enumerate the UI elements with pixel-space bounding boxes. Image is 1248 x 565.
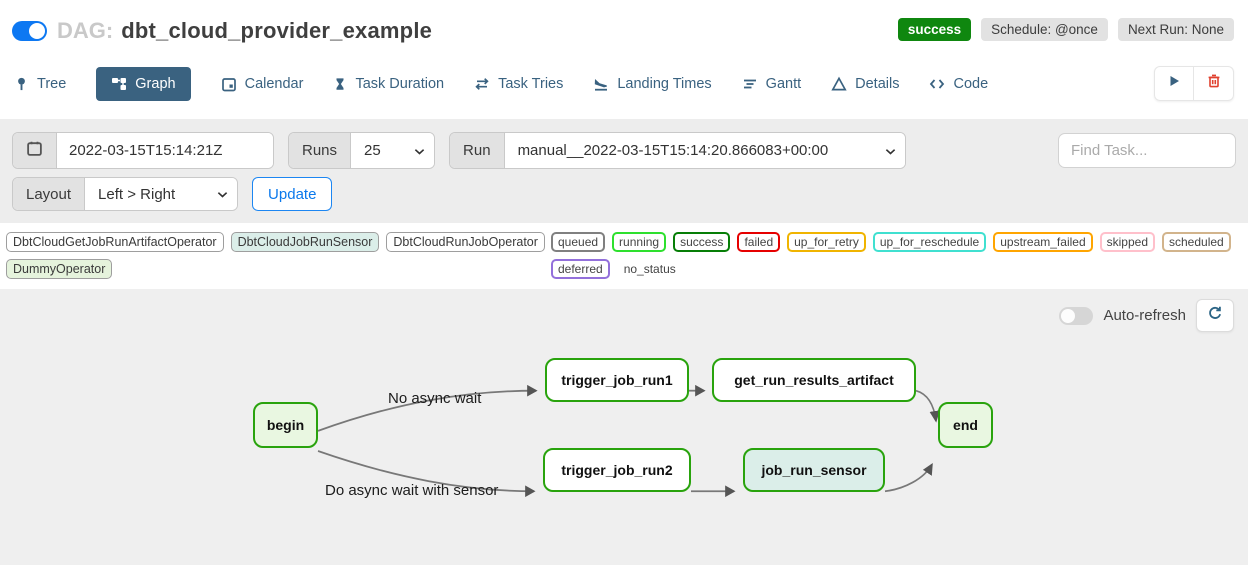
tree-icon [14,76,29,92]
tab-task-duration[interactable]: Task Duration [333,68,444,100]
auto-refresh-toggle[interactable] [1059,306,1094,325]
find-task-input[interactable] [1058,133,1236,168]
tab-calendar[interactable]: Calendar [221,68,303,100]
filter-row-2: Layout Left > Right Update [12,177,1236,211]
operator-badge: DummyOperator [6,259,113,279]
dag-label: DAG: [57,18,114,43]
refresh-icon [1207,305,1223,326]
task-node-end[interactable]: end [938,402,993,448]
run-label: Run [450,133,505,168]
runs-label: Runs [289,133,352,168]
tab-landing-times[interactable]: Landing Times [593,68,712,100]
base-date-input[interactable] [57,133,273,168]
tab-task-tries[interactable]: Task Tries [474,68,563,100]
runs-group: Runs 25 [288,132,436,169]
run-group: Run manual__2022-03-15T15:14:20.866083+0… [449,132,906,169]
layout-label: Layout [13,178,86,210]
filter-panel: Runs 25 Run manual__2022-03-15T15:14:20.… [0,119,1248,223]
update-button[interactable]: Update [252,177,333,211]
status-badge-running: running [612,232,667,252]
tab-details[interactable]: Details [831,68,899,100]
chevron-down-icon [217,186,228,203]
auto-refresh-label: Auto-refresh [1103,307,1186,324]
filter-row-1: Runs 25 Run manual__2022-03-15T15:14:20.… [12,132,1236,169]
status-badge-skipped: skipped [1099,232,1155,252]
status-badge-up-for-reschedule: up_for_reschedule [872,232,987,252]
auto-refresh-control: Auto-refresh [1059,299,1234,332]
chevron-down-icon [885,142,896,159]
status-badge-queued: queued [551,232,606,252]
refresh-button[interactable] [1196,299,1234,332]
gantt-icon [742,76,758,92]
edge-label-no-async-wait: No async wait [388,390,482,407]
view-tabbar: Tree Graph Calendar Task Duration Task T… [0,44,1248,101]
calendar-addon [13,133,57,168]
toggle-knob-icon [29,23,45,39]
graph-canvas[interactable]: Auto-refresh begin trigger_job_run1 get_… [0,289,1248,565]
delete-dag-button[interactable] [1194,66,1234,101]
base-date-group [12,132,274,169]
task-node-get-run-results-artifact[interactable]: get_run_results_artifact [712,358,916,402]
play-icon [1166,73,1182,94]
operator-badge: DbtCloudGetJobRunArtifactOperator [6,232,224,252]
status-badge-failed: failed [737,232,781,252]
task-node-trigger-job-run1[interactable]: trigger_job_run1 [545,358,689,402]
toggle-knob-icon [1061,308,1076,323]
repeat-icon [474,76,490,92]
header-badges: success Schedule: @once Next Run: None [897,18,1234,41]
edge-label-do-async-wait: Do async wait with sensor [325,482,499,499]
status-legend: queued running success failed up_for_ret… [551,232,1242,279]
tab-gantt[interactable]: Gantt [742,68,801,100]
layout-select[interactable]: Left > Right [85,178,238,210]
dag-header: DAG: dbt_cloud_provider_example success … [0,0,1248,44]
status-badge-success: success [673,232,731,252]
tab-graph[interactable]: Graph [96,66,191,101]
status-badge-scheduled: scheduled [1162,232,1231,252]
operator-badge: DbtCloudJobRunSensor [230,232,380,252]
dag-action-buttons [1154,66,1234,101]
calendar-icon [26,140,43,161]
trigger-dag-button[interactable] [1154,66,1194,101]
dag-pause-toggle[interactable] [12,21,47,41]
legend: DbtCloudGetJobRunArtifactOperator DbtClo… [0,223,1248,287]
task-node-begin[interactable]: begin [253,402,318,448]
run-select[interactable]: manual__2022-03-15T15:14:20.866083+00:00 [504,133,905,168]
dag-title: dbt_cloud_provider_example [121,18,433,43]
layout-group: Layout Left > Right [12,177,239,211]
details-icon [831,76,847,92]
task-node-job-run-sensor[interactable]: job_run_sensor [743,448,885,492]
operator-badge: DbtCloudRunJobOperator [386,232,545,252]
status-badge-upstream-failed: upstream_failed [993,232,1093,252]
dag-edges [317,384,940,498]
trash-icon [1206,73,1222,94]
hourglass-icon [333,76,347,92]
task-node-trigger-job-run2[interactable]: trigger_job_run2 [543,448,691,492]
runs-select[interactable]: 25 [351,133,435,168]
status-badge: success [897,18,972,41]
plane-landing-icon [593,76,609,92]
tab-code[interactable]: Code [929,68,988,100]
calendar-icon [221,76,237,92]
chevron-down-icon [414,142,425,159]
schedule-badge: Schedule: @once [981,18,1108,41]
graph-icon [111,76,127,92]
next-run-badge: Next Run: None [1117,18,1234,41]
operator-legend: DbtCloudGetJobRunArtifactOperator DbtClo… [6,232,551,279]
code-icon [929,76,945,92]
status-badge-no-status: no_status [623,262,676,276]
status-badge-up-for-retry: up_for_retry [787,232,866,252]
tab-tree[interactable]: Tree [14,68,66,100]
status-badge-deferred: deferred [551,259,610,279]
